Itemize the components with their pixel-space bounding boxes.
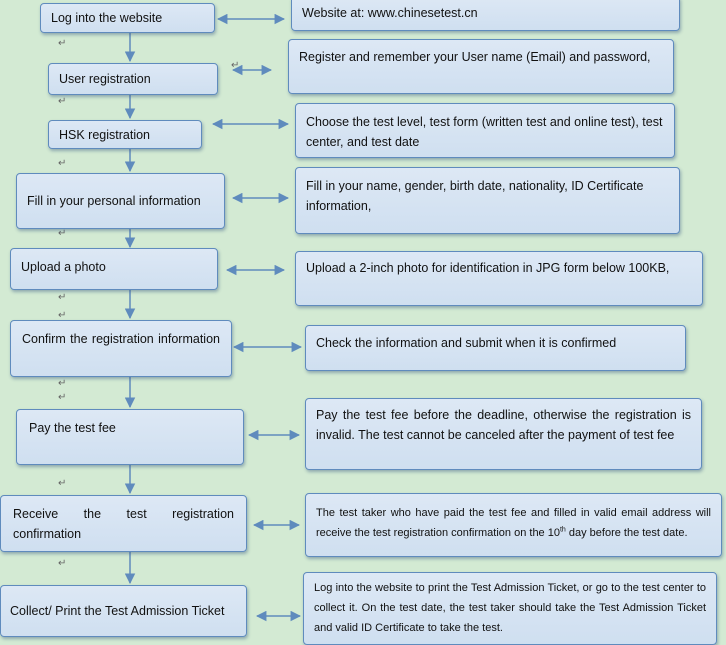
paragraph-mark: ↵ — [58, 228, 67, 239]
step-box-pay-fee: Pay the test fee — [16, 409, 244, 465]
paragraph-mark: ↵ — [58, 558, 67, 569]
desc-text: Website at: www.chinesetest.cn — [302, 6, 478, 20]
step-box-receive-confirmation: Receive the test registration confirmati… — [0, 495, 247, 552]
paragraph-mark: ↵ — [58, 392, 67, 403]
desc-box-personal-info: Fill in your name, gender, birth date, n… — [295, 167, 680, 234]
desc-text: Log into the website to print the Test A… — [314, 582, 706, 634]
desc-text: Upload a 2-inch photo for identification… — [306, 261, 670, 275]
paragraph-mark: ↵ — [58, 158, 67, 169]
desc-box-user-registration: Register and remember your User name (Em… — [288, 39, 674, 94]
paragraph-mark: ↵ — [231, 60, 240, 71]
step-box-user-registration: User registration — [48, 63, 218, 95]
step-box-confirm: Confirm the registration information — [10, 320, 232, 377]
desc-box-pay-fee: Pay the test fee before the deadline, ot… — [305, 398, 702, 470]
step-box-login: Log into the website — [40, 3, 215, 33]
desc-text: Pay the test fee before the deadline, ot… — [316, 408, 691, 442]
step-label: Receive the test registration confirmati… — [13, 507, 234, 541]
desc-box-website: Website at: www.chinesetest.cn — [291, 0, 680, 31]
desc-text: Choose the test level, test form (writte… — [306, 115, 663, 149]
desc-box-confirm: Check the information and submit when it… — [305, 325, 686, 371]
step-label: Fill in your personal information — [27, 194, 201, 208]
desc-text: Register and remember your User name (Em… — [299, 50, 651, 64]
paragraph-mark: ↵ — [58, 292, 67, 303]
desc-text: Fill in your name, gender, birth date, n… — [306, 179, 644, 213]
desc-text: Check the information and submit when it… — [316, 336, 617, 350]
ordinal-suffix: th — [559, 526, 566, 534]
desc-box-hsk-registration: Choose the test level, test form (writte… — [295, 103, 675, 158]
step-box-personal-info: Fill in your personal information — [16, 173, 225, 229]
step-label: Log into the website — [51, 11, 163, 25]
step-label: Pay the test fee — [29, 421, 116, 435]
paragraph-mark: ↵ — [58, 310, 67, 321]
step-label: Upload a photo — [21, 260, 106, 274]
desc-text: The test taker who have paid the test fe… — [316, 507, 711, 539]
step-box-collect-ticket: Collect/ Print the Test Admission Ticket — [0, 585, 247, 637]
step-box-upload-photo: Upload a photo — [10, 248, 218, 290]
step-box-hsk-registration: HSK registration — [48, 120, 202, 149]
step-label: Confirm the registration information — [22, 332, 220, 346]
desc-box-upload-photo: Upload a 2-inch photo for identification… — [295, 251, 703, 306]
step-label: Collect/ Print the Test Admission Ticket — [10, 604, 225, 618]
step-label: User registration — [59, 72, 151, 86]
paragraph-mark: ↵ — [58, 378, 67, 389]
paragraph-mark: ↵ — [58, 96, 67, 107]
desc-box-collect-ticket: Log into the website to print the Test A… — [303, 572, 717, 645]
paragraph-mark: ↵ — [58, 38, 67, 49]
desc-box-receive-confirmation: The test taker who have paid the test fe… — [305, 493, 722, 557]
paragraph-mark: ↵ — [58, 478, 67, 489]
step-label: HSK registration — [59, 127, 151, 142]
